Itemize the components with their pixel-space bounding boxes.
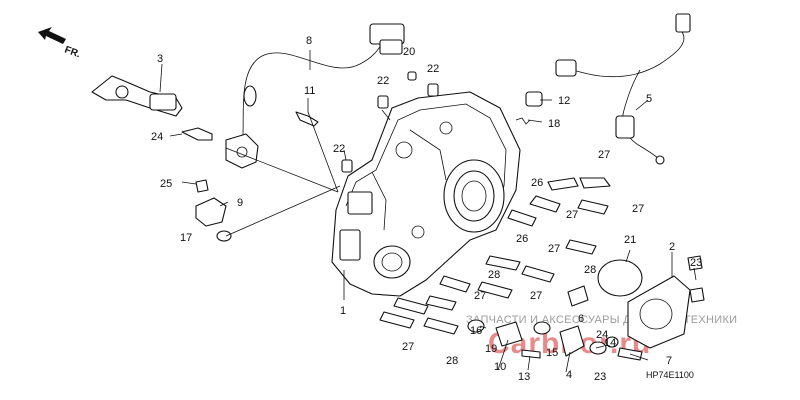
bolts (379, 177, 705, 361)
callout-2: 2 (669, 241, 675, 253)
callout-25: 25 (160, 178, 172, 190)
front-direction-marker: FR. (38, 27, 82, 60)
callout-22-left: 22 (377, 75, 389, 87)
callout-27-f: 27 (530, 290, 542, 302)
callout-28-mid: 28 (488, 269, 500, 281)
callout-5: 5 (646, 93, 652, 105)
callout-27-d: 27 (548, 243, 560, 255)
callout-28-right: 28 (584, 264, 596, 276)
callout-22-lower: 22 (333, 143, 345, 155)
leader-lines (159, 50, 697, 373)
callout-6: 6 (578, 313, 584, 325)
callout-21: 21 (624, 234, 636, 246)
callout-23-bottom: 23 (594, 371, 606, 383)
spring-18 (515, 117, 531, 125)
callout-12: 12 (558, 95, 570, 107)
callout-10: 10 (494, 361, 506, 373)
gasket-21 (597, 259, 643, 297)
front-arrow-icon (38, 27, 66, 44)
callout-27-a: 27 (598, 149, 610, 161)
bolt-11 (295, 111, 319, 127)
callout-3: 3 (157, 53, 163, 65)
bracket-4 (559, 325, 585, 357)
callout-28-bottom: 28 (446, 355, 458, 367)
reference-code: HP74E1100 (646, 370, 694, 380)
callout-16: 16 (470, 325, 482, 337)
watermark-caption: ЗАПЧАСТИ И АКСЕССУАРЫ ДЛЯ МОТОТЕХНИКИ (466, 314, 737, 326)
bolt-24-upper (181, 127, 213, 141)
callout-18: 18 (548, 118, 560, 130)
callout-27-e: 27 (474, 290, 486, 302)
pins-22 (341, 71, 439, 173)
callout-26-b: 26 (516, 233, 528, 245)
callout-14: 14 (604, 337, 616, 349)
callout-27-c: 27 (632, 203, 644, 215)
callout-9: 9 (237, 197, 243, 209)
callout-13: 13 (518, 371, 530, 383)
callout-4: 4 (566, 369, 572, 381)
o-ring-17 (216, 230, 232, 242)
speed-sensor-assembly (91, 75, 183, 117)
callout-27-b: 27 (566, 209, 578, 221)
harness-8 (225, 23, 405, 169)
callout-27-g: 27 (402, 341, 414, 353)
callout-15: 15 (546, 347, 558, 359)
callout-20: 20 (403, 46, 415, 58)
crankcase-cover (331, 91, 521, 297)
bolt-25 (195, 179, 209, 193)
callout-22-right: 22 (427, 63, 439, 75)
callout-24-upper: 24 (151, 131, 163, 143)
callout-26-a: 26 (531, 177, 543, 189)
callout-24-lower: 24 (596, 329, 608, 341)
callout-8: 8 (306, 35, 312, 47)
callout-1: 1 (340, 305, 346, 317)
washers (467, 285, 619, 355)
callout-19: 19 (485, 343, 497, 355)
callout-11: 11 (304, 85, 315, 97)
callout-23-right: 23 (690, 257, 702, 269)
plug-12 (525, 91, 543, 107)
callout-17: 17 (180, 232, 192, 244)
plate-2 (627, 275, 691, 349)
callouts: 3 8 20 22 22 22 11 12 18 5 24 25 9 17 27… (151, 35, 702, 383)
sensor-9 (195, 197, 227, 227)
harness-5 (555, 13, 691, 165)
front-label: FR. (63, 44, 82, 60)
callout-7: 7 (666, 355, 672, 367)
